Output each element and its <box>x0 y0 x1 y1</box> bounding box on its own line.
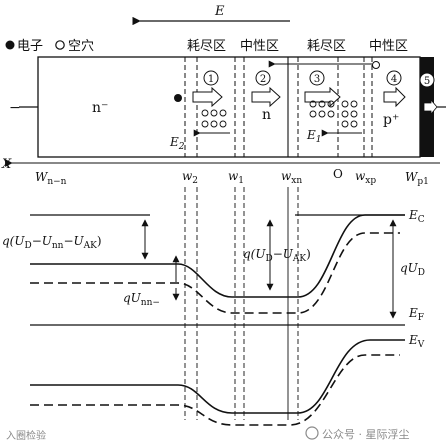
ev-band <box>30 339 405 414</box>
pos-wxp: wxp <box>355 169 376 186</box>
x-axis: X Wn−n w2 w1 wxn O wxp Wp1 <box>1 157 440 187</box>
field-label: E <box>214 4 225 19</box>
pos-w2: w2 <box>182 169 198 186</box>
marker-2: 2 <box>255 70 271 86</box>
electron-legend-dot <box>5 40 15 50</box>
guide-lines <box>184 187 299 420</box>
electron-legend-label: 电子 <box>17 39 43 54</box>
label-ef: EF <box>408 306 424 323</box>
n-minus-label: n⁻ <box>92 100 108 116</box>
region-neutral-mid: 中性区 <box>240 39 279 54</box>
qunn-label: qUnn− <box>123 291 160 308</box>
hole-legend-dot <box>55 40 65 50</box>
field-arrow: E <box>132 4 290 26</box>
charge-symbols <box>201 100 358 128</box>
marker-1: 1 <box>203 70 219 86</box>
p-plus-label: p⁺ <box>383 112 399 128</box>
svg-text:1: 1 <box>208 74 214 85</box>
mid-barrier-label: q(UD−UAK) <box>243 247 311 264</box>
wechat-icon <box>305 426 319 440</box>
injected-electron <box>174 94 182 102</box>
ec-band-biased <box>30 232 400 314</box>
marker-4: 4 <box>386 70 402 86</box>
n-label: n <box>262 107 271 123</box>
marker-3: 3 <box>309 70 325 86</box>
label-ec: EC <box>408 208 425 225</box>
x-axis-label: X <box>1 157 12 172</box>
pos-w1: w1 <box>228 169 244 186</box>
qud-label: qUD <box>400 261 425 278</box>
region-depletion-left: 耗尽区 <box>187 39 226 54</box>
internal-field-arrows: E2 E1 <box>169 128 362 152</box>
watermark: 入圈检验 公众号 · 星际浮尘 <box>6 426 410 442</box>
svg-text:3: 3 <box>314 74 320 85</box>
region-markers: 1 2 3 4 5 <box>203 70 435 88</box>
pos-wp1: Wp1 <box>405 170 429 187</box>
left-terminal-sign: − <box>9 100 21 116</box>
pos-wnn: Wn−n <box>35 170 67 187</box>
svg-text:5: 5 <box>424 76 430 87</box>
hole-legend-label: 空穴 <box>68 39 94 54</box>
field-e2-label: E2 <box>169 135 185 152</box>
left-barrier-label: q(UD−Unn−UAK) <box>2 234 102 251</box>
marker-5: 5 <box>419 72 435 88</box>
device-body: − <box>9 56 446 158</box>
svg-text:2: 2 <box>260 74 266 85</box>
energy-bands <box>30 214 405 426</box>
drift-arrows <box>192 86 438 116</box>
ev-band-biased <box>30 354 400 426</box>
svg-text:4: 4 <box>391 74 397 85</box>
dimension-arrows <box>141 219 397 319</box>
watermark-right: 公众号 · 星际浮尘 <box>322 428 410 441</box>
hole-current-path <box>268 60 380 69</box>
region-neutral-right: 中性区 <box>369 39 408 54</box>
region-depletion-right: 耗尽区 <box>307 39 346 54</box>
region-labels: 耗尽区 中性区 耗尽区 中性区 <box>187 39 408 54</box>
watermark-left: 入圈检验 <box>6 429 46 442</box>
pos-wxn: wxn <box>281 169 302 186</box>
field-e1-label: E1 <box>306 128 322 145</box>
label-ev: EV <box>408 333 425 350</box>
ec-band <box>30 214 405 298</box>
pos-origin: O <box>333 167 343 181</box>
legend: 电子 空穴 <box>5 39 94 54</box>
